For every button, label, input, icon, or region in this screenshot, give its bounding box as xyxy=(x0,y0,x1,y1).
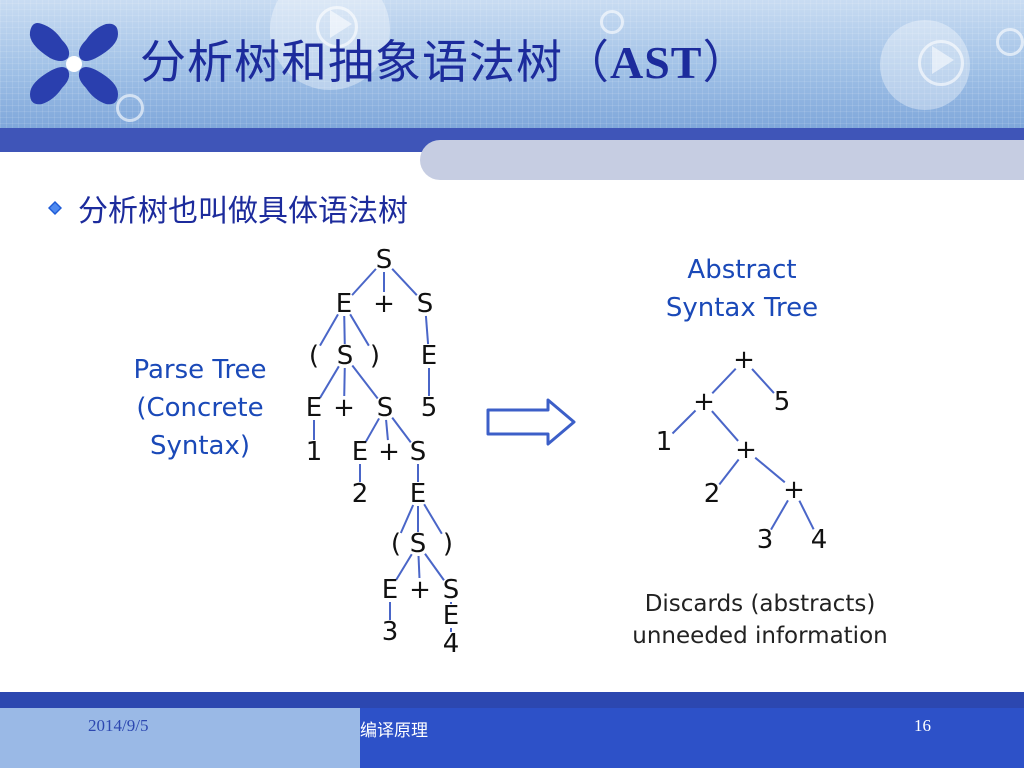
tree-edge xyxy=(754,456,786,484)
tree-edge xyxy=(424,315,430,345)
transform-arrow-icon xyxy=(486,398,576,446)
tree-edge xyxy=(391,417,412,443)
x-logo-icon xyxy=(29,23,118,105)
parse-tree-node: S xyxy=(337,341,354,371)
parse-tree-node: ) xyxy=(443,529,453,559)
parse-tree-node: + xyxy=(378,437,400,467)
tree-edge xyxy=(798,500,815,530)
parse-tree-node: E xyxy=(306,393,322,423)
parse-tree-label: Syntax) xyxy=(150,431,250,461)
parse-tree-node: 3 xyxy=(382,617,399,647)
parse-tree-node: S xyxy=(410,437,427,467)
decor-ring xyxy=(996,28,1024,56)
tree-edge xyxy=(391,268,418,296)
parse-tree-node: S xyxy=(443,575,460,605)
ast-node: 4 xyxy=(811,525,828,555)
parse-tree-node: ) xyxy=(370,341,380,371)
tree-edge xyxy=(319,365,340,399)
parse-tree-node: S xyxy=(376,245,393,275)
ast-node: + xyxy=(783,475,805,505)
header-banner xyxy=(0,0,1024,130)
discard-note: Discards (abstracts) xyxy=(645,591,876,617)
tree-edge xyxy=(343,315,346,345)
bullet-item: 分析树也叫做具体语法树 xyxy=(48,186,408,230)
tree-edge xyxy=(711,367,737,395)
tree-edge xyxy=(319,313,339,347)
parse-tree-node: E xyxy=(410,479,426,509)
tree-edge xyxy=(399,504,415,534)
footer-mid-panel xyxy=(360,708,1024,768)
title-chinese: 分析树和抽象语法树（ xyxy=(140,35,610,89)
decor-ring xyxy=(316,6,358,48)
footer-page-number: 16 xyxy=(914,716,931,735)
tree-edge xyxy=(343,367,346,397)
parse-tree-node: S xyxy=(377,393,394,423)
tree-edge xyxy=(671,409,697,435)
parse-tree-node: E xyxy=(352,437,368,467)
tree-edge xyxy=(395,553,413,581)
parse-tree-node: + xyxy=(373,289,395,319)
tree-edge xyxy=(751,368,775,394)
parse-tree-node: 1 xyxy=(306,437,323,467)
parse-tree-node: + xyxy=(409,575,431,605)
bullet-text: 分析树也叫做具体语法树 xyxy=(78,194,408,229)
tree-edge xyxy=(424,553,445,581)
discard-note: unneeded information xyxy=(632,623,887,649)
tree-edge xyxy=(351,268,377,296)
parse-tree-node: S xyxy=(417,289,434,319)
decor-ring xyxy=(600,10,624,34)
ast-label: Syntax Tree xyxy=(666,293,818,323)
ast-node: 1 xyxy=(656,427,673,457)
tree-edge xyxy=(349,313,370,347)
ast-node: 2 xyxy=(704,479,721,509)
ast-label: Abstract xyxy=(687,255,796,285)
decor-play-icon xyxy=(330,10,352,38)
footer-date: 2014/9/5 xyxy=(88,716,149,735)
parse-tree-node: + xyxy=(333,393,355,423)
slide-title: 分析树和抽象语法树（AST） xyxy=(140,26,749,92)
ast-node: + xyxy=(733,345,755,375)
parse-tree-node: 5 xyxy=(421,393,438,423)
parse-tree-node: E xyxy=(421,341,437,371)
tree-edge xyxy=(417,555,421,579)
ast-node: 5 xyxy=(774,387,791,417)
diamond-bullet-icon xyxy=(48,201,62,215)
parse-tree-node: ( xyxy=(309,341,319,371)
tree-edge xyxy=(711,410,739,442)
tree-edge xyxy=(365,417,380,443)
ast-node: 3 xyxy=(757,525,774,555)
parse-tree-node: 2 xyxy=(352,479,369,509)
parse-tree-label: Parse Tree xyxy=(133,355,266,385)
parse-tree-node: E xyxy=(443,601,459,631)
parse-tree-node: S xyxy=(410,529,427,559)
decor-ring xyxy=(116,94,144,122)
tree-edge xyxy=(770,499,789,531)
decor-ring xyxy=(918,40,964,86)
parse-tree-node: E xyxy=(336,289,352,319)
title-ast: AST xyxy=(610,37,703,88)
footer-band xyxy=(0,692,1024,708)
parse-tree-node: E xyxy=(382,575,398,605)
footer-course: 编译原理 xyxy=(360,721,428,740)
ast-node: + xyxy=(693,387,715,417)
tree-edge xyxy=(718,458,740,486)
tree-edge xyxy=(385,419,389,441)
tree-edge xyxy=(351,364,379,400)
title-close-paren: ） xyxy=(702,35,750,89)
parse-tree-label: (Concrete xyxy=(136,393,263,423)
decor-play-icon xyxy=(932,46,954,74)
parse-tree-node: 4 xyxy=(443,629,460,659)
header-band-cap xyxy=(420,140,1024,180)
tree-edge xyxy=(423,503,443,535)
ast-node: + xyxy=(735,435,757,465)
parse-tree-node: ( xyxy=(391,529,401,559)
